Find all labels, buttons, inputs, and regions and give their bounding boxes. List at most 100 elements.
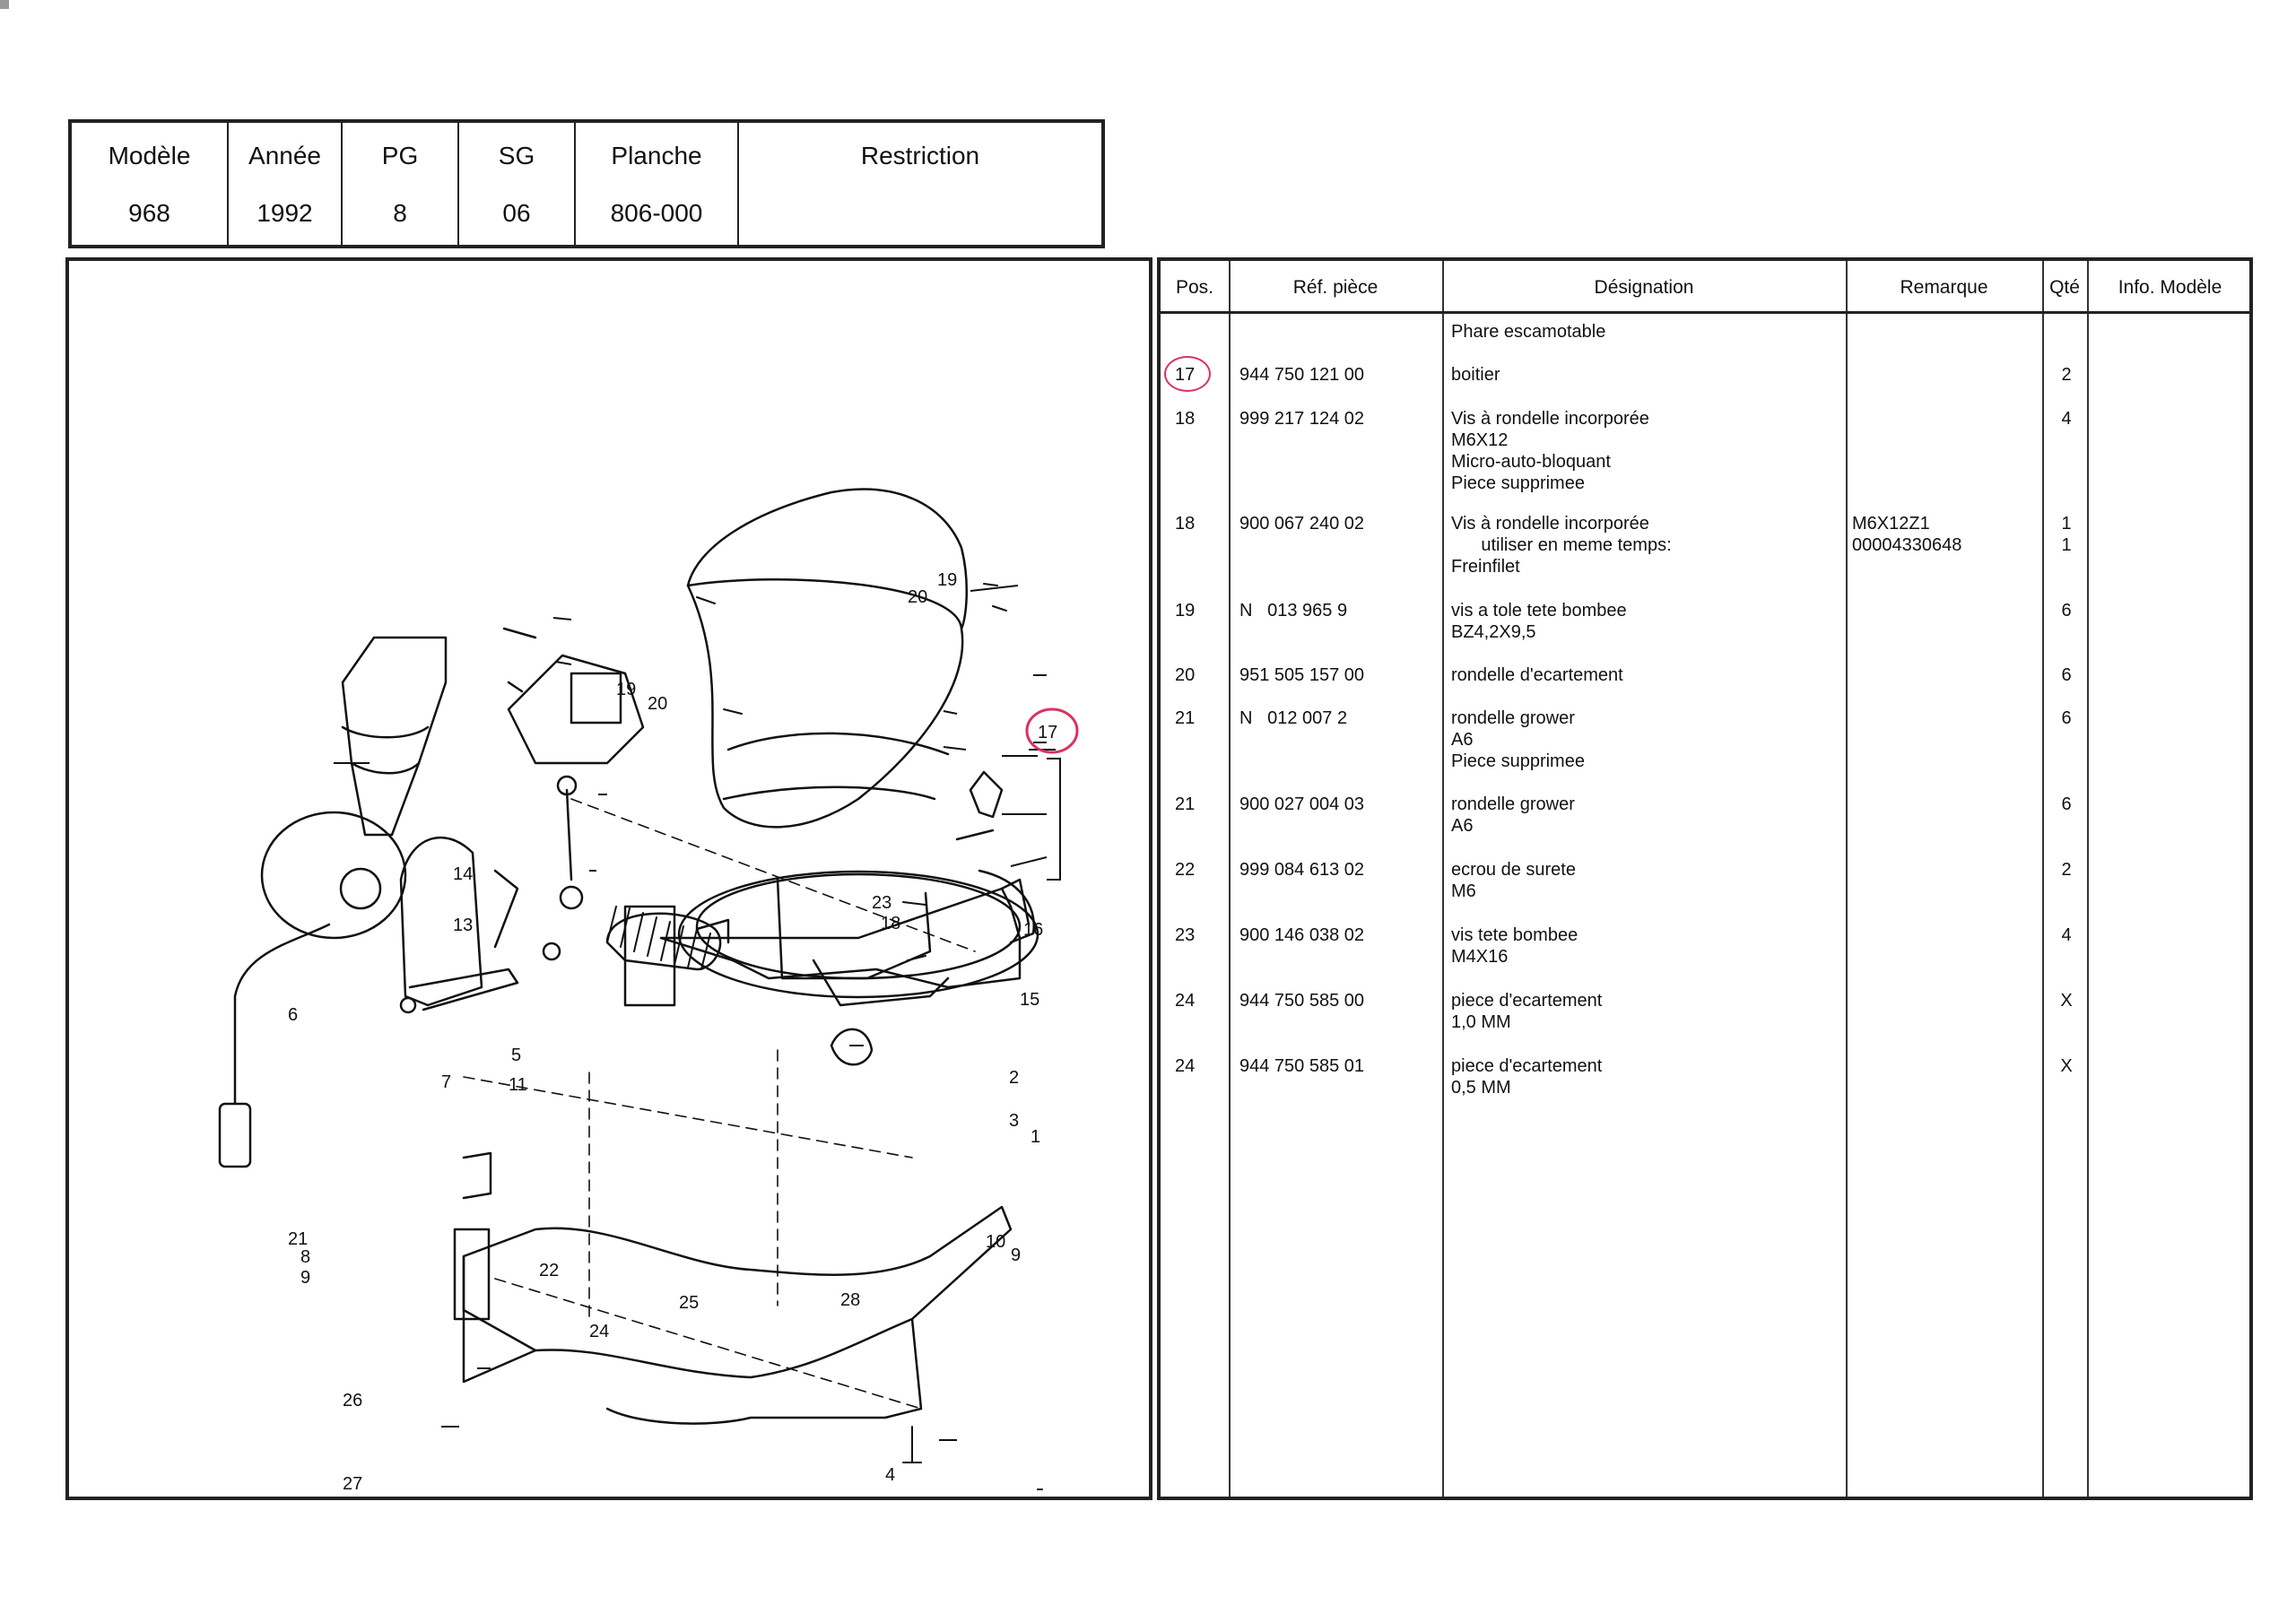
callout-22: 22 — [539, 1261, 559, 1280]
callout-15: 15 — [1020, 990, 1039, 1010]
exploded-diagram: 19 20 17 19 20 14 13 23 18 16 15 6 5 2 3… — [65, 257, 1152, 1500]
bracket-part-16 — [978, 869, 1035, 944]
col-header-model-info: Info. Modèle — [2118, 277, 2222, 298]
qty-cell: 6 — [2061, 601, 2072, 621]
alignment-lines — [463, 798, 976, 1410]
pos-cell: 20 — [1175, 665, 1196, 685]
col-divider — [2087, 261, 2089, 1497]
header-value-plate: 806-000 — [574, 185, 739, 248]
callout-9: 9 — [300, 1268, 310, 1288]
callout-20-top: 20 — [908, 587, 927, 607]
pos-cell: 24 — [1175, 1056, 1196, 1076]
motor-body — [605, 912, 722, 971]
pos-cell: 18 — [1175, 409, 1196, 429]
qty-cell: 4 — [2061, 925, 2072, 945]
ref-cell: 900 027 004 03 — [1239, 794, 1365, 814]
callout-23: 23 — [872, 893, 891, 913]
col-divider — [1229, 261, 1231, 1497]
qty-cell: X — [2060, 991, 2073, 1011]
header-value-year: 1992 — [227, 185, 343, 248]
qty-cell: 6 — [2061, 708, 2072, 728]
callout-13: 13 — [453, 916, 473, 935]
callout-16: 16 — [1023, 920, 1043, 940]
designation-cell: piece d'ecartement 1,0 MM — [1451, 991, 1603, 1032]
designation-cell: vis tete bombee M4X16 — [1451, 925, 1578, 967]
header-label-model: Modèle — [68, 119, 229, 185]
callout-3: 3 — [1009, 1111, 1019, 1131]
support-part-12 — [462, 1205, 1013, 1384]
col-header-qty: Qté — [2049, 277, 2080, 298]
bracket-part-13 — [507, 654, 645, 765]
callout-25: 25 — [679, 1293, 699, 1313]
header-label-plate: Planche — [574, 119, 739, 185]
designation-cell: Vis à rondelle incorporée utiliser en me… — [1451, 514, 1672, 577]
plate-part-25 — [623, 905, 676, 1007]
plate-part-7 — [399, 837, 483, 1007]
callout-11: 11 — [509, 1075, 527, 1095]
qty-cell: 6 — [2061, 665, 2072, 685]
leader-lines — [334, 585, 1061, 1441]
callout-14: 14 — [453, 864, 473, 884]
spring-part-3 — [955, 829, 995, 841]
housing-part-17 — [686, 578, 964, 829]
callout-1: 1 — [1031, 1127, 1040, 1147]
pos-cell: 22 — [1175, 860, 1196, 880]
link-part-11 — [493, 869, 519, 949]
header-table: Modèle Année PG SG Planche Restriction 9… — [68, 119, 1105, 248]
designation-cell: boitier — [1451, 365, 1500, 385]
rod-part-5 — [565, 788, 573, 881]
callout-28: 28 — [840, 1290, 860, 1310]
highlight-circle-17 — [1025, 707, 1079, 754]
qty-cell: 2 — [2061, 365, 2072, 385]
header-label-restriction: Restriction — [737, 119, 1105, 185]
header-value-restriction — [737, 185, 1105, 248]
header-value-pg: 8 — [341, 185, 459, 248]
frame-part-1 — [659, 887, 1022, 989]
callout-5: 5 — [511, 1046, 521, 1065]
bracket-part-26 — [462, 1151, 492, 1200]
callout-10-right: 10 — [986, 1232, 1005, 1252]
ring-part-15 — [677, 870, 1039, 999]
pos-cell: 21 — [1175, 708, 1196, 728]
col-divider — [1442, 261, 1444, 1497]
callout-6: 6 — [288, 1005, 298, 1025]
header-divider — [1161, 311, 2249, 314]
col-header-ref: Réf. pièce — [1292, 277, 1378, 298]
designation-cell: rondelle d'ecartement — [1451, 665, 1623, 685]
callout-21: 21 — [288, 1229, 308, 1249]
callout-27: 27 — [343, 1474, 362, 1494]
connector — [218, 1102, 252, 1168]
parts-table: Pos. Réf. pièce Désignation Remarque Qté… — [1157, 257, 2253, 1500]
header-value-sg: 06 — [457, 185, 576, 248]
callout-24: 24 — [589, 1322, 609, 1341]
col-header-pos: Pos. — [1175, 277, 1214, 298]
designation-cell: piece d'ecartement 0,5 MM — [1451, 1056, 1603, 1098]
latch-part-2 — [969, 770, 1004, 819]
designation-cell: Vis à rondelle incorporée M6X12 Micro-au… — [1451, 409, 1649, 493]
qty-cell: 2 — [2061, 860, 2072, 880]
motor-part-6 — [260, 811, 407, 940]
diagram-drawing: 19 20 17 19 20 14 13 23 18 16 15 6 5 2 3… — [218, 488, 1079, 1494]
callout-17: 17 — [1038, 723, 1057, 742]
highlight-circle-pos — [1164, 356, 1211, 392]
qty-cell: X — [2060, 1056, 2073, 1076]
ref-cell: 951 505 157 00 — [1239, 665, 1365, 685]
callout-20-left: 20 — [648, 694, 667, 714]
scan-mark — [0, 0, 9, 9]
callout-19-left: 19 — [616, 680, 636, 699]
callout-19-top: 19 — [937, 570, 957, 590]
ref-cell: N 013 965 9 — [1239, 601, 1348, 621]
callout-7: 7 — [441, 1072, 451, 1092]
qty-cell: 1 1 — [2061, 514, 2072, 555]
pos-cell: 18 — [1175, 514, 1196, 534]
designation-cell: rondelle grower A6 — [1451, 794, 1575, 836]
cable — [233, 923, 331, 1106]
remark-cell: M6X12Z1 00004330648 — [1852, 514, 1962, 555]
callout-4-bottom: 4 — [885, 1465, 895, 1485]
pos-cell: 19 — [1175, 601, 1196, 621]
shim-part-27 — [453, 1228, 491, 1321]
designation-cell: vis a tole tete bombee BZ4,2X9,5 — [1451, 601, 1627, 642]
designation-cell: rondelle grower A6 Piece supprimee — [1451, 708, 1585, 771]
col-divider — [2042, 261, 2044, 1497]
col-header-remark: Remarque — [1900, 277, 1988, 298]
